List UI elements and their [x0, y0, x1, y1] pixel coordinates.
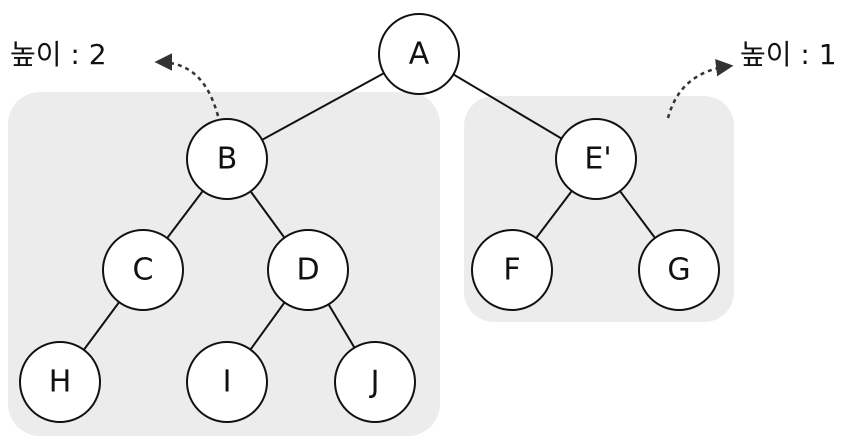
node-b-circle — [186, 118, 268, 200]
left-subtree-panel — [8, 92, 440, 436]
node-d-label: D — [296, 253, 319, 288]
node-c-label: C — [133, 253, 154, 288]
node-f-label: F — [503, 253, 520, 288]
right-subtree-height-label: 높이 : 1 — [740, 38, 837, 71]
left-subtree-height-label: 높이 : 2 — [10, 38, 107, 71]
node-h-label: H — [49, 365, 72, 400]
node-e-label: E' — [584, 142, 611, 177]
node-a-label: A — [409, 37, 430, 72]
left-height-arrow — [154, 53, 220, 117]
node-c-circle — [102, 229, 184, 311]
node-i-circle — [186, 341, 268, 423]
right-height-arrow — [666, 58, 734, 119]
node-f-circle — [471, 229, 553, 311]
node-b-label: B — [217, 142, 238, 177]
node-e-circle — [555, 118, 637, 200]
node-g-circle — [638, 229, 720, 311]
node-a-circle — [378, 13, 460, 95]
node-d-circle — [267, 229, 349, 311]
node-g-label: G — [667, 253, 690, 288]
node-h-circle — [19, 341, 101, 423]
node-j-label: J — [369, 365, 380, 400]
node-j-circle — [334, 341, 416, 423]
node-i-label: I — [223, 365, 232, 400]
